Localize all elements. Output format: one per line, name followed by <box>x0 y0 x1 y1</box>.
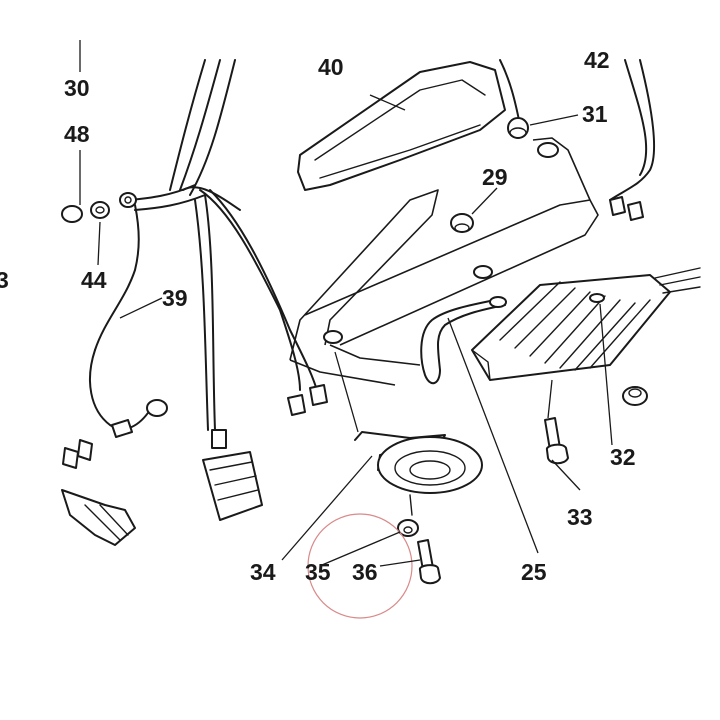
callout-34: 34 <box>250 559 276 585</box>
callout-29: 29 <box>482 164 508 190</box>
connectors <box>61 196 644 546</box>
horn-part-34 <box>354 431 483 494</box>
callout-48: 48 <box>64 121 90 147</box>
frame-bracket <box>289 137 599 386</box>
bolt-part-33 <box>544 417 569 465</box>
wiring-harness <box>89 59 656 431</box>
leader-lines <box>79 40 613 567</box>
washer-bolt-35-36 <box>397 494 441 585</box>
callout-36: 36 <box>352 559 378 585</box>
callout-25: 25 <box>521 559 547 585</box>
grommets <box>61 117 648 406</box>
clip-part-25 <box>420 296 507 385</box>
callout-30: 30 <box>64 75 90 101</box>
cover-part-40 <box>297 61 506 191</box>
callout-32: 32 <box>610 444 636 470</box>
regulator-part-32 <box>471 267 701 381</box>
callout-labels: 30 48 44 39 40 31 29 42 32 33 25 34 35 3… <box>0 47 636 585</box>
callout-40: 40 <box>318 54 344 80</box>
callout-35: 35 <box>305 559 331 585</box>
highlight-circle <box>307 513 413 619</box>
callout-33: 33 <box>567 504 593 530</box>
callout-3-partial: 3 <box>0 267 9 293</box>
callout-31: 31 <box>582 101 608 127</box>
callout-44: 44 <box>81 267 107 293</box>
callout-39: 39 <box>162 285 188 311</box>
callout-42: 42 <box>584 47 610 73</box>
